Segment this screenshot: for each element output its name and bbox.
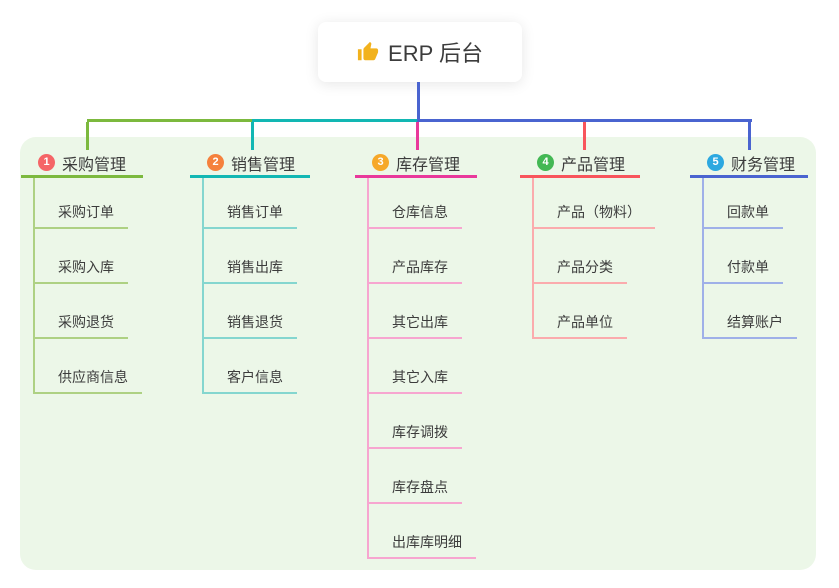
mindmap-child-node[interactable]: 仓库信息 xyxy=(367,205,462,229)
branch-number-badge: 5 xyxy=(707,154,724,171)
mindmap-child-node[interactable]: 客户信息 xyxy=(202,370,297,394)
branch-label: 财务管理 xyxy=(731,156,796,174)
mindmap-child-node[interactable]: 销售出库 xyxy=(202,260,297,284)
mindmap-child-node[interactable]: 出库库明细 xyxy=(367,535,476,559)
mindmap-child-node[interactable]: 采购入库 xyxy=(33,260,128,284)
connector-line xyxy=(367,178,369,559)
mindmap-root-node[interactable]: ERP 后台 xyxy=(318,22,522,82)
mindmap-branch-node[interactable]: 5 财务管理 xyxy=(690,150,808,178)
connector-line xyxy=(748,122,751,150)
mindmap-child-node[interactable]: 销售退货 xyxy=(202,315,297,339)
connector-line xyxy=(87,119,254,122)
mindmap-child-node[interactable]: 其它出库 xyxy=(367,315,462,339)
connector-line xyxy=(583,122,586,150)
mindmap-canvas-background xyxy=(20,137,816,570)
connector-line xyxy=(252,119,419,122)
connector-line xyxy=(417,82,420,119)
mindmap-child-node[interactable]: 采购退货 xyxy=(33,315,128,339)
connector-line xyxy=(251,122,254,150)
connector-line xyxy=(417,119,752,122)
branch-number-badge: 2 xyxy=(207,154,224,171)
connector-line xyxy=(86,122,89,150)
mindmap-branch-node[interactable]: 4 产品管理 xyxy=(520,150,640,178)
mindmap-child-node[interactable]: 销售订单 xyxy=(202,205,297,229)
mindmap-child-node[interactable]: 产品（物料） xyxy=(532,205,655,229)
thumbs-up-icon xyxy=(357,41,379,63)
connector-line xyxy=(416,122,419,150)
branch-number-badge: 3 xyxy=(372,154,389,171)
mindmap-child-node[interactable]: 库存调拨 xyxy=(367,425,462,449)
branch-label: 产品管理 xyxy=(561,156,626,174)
mindmap-child-node[interactable]: 库存盘点 xyxy=(367,480,462,504)
mindmap-child-node[interactable]: 产品分类 xyxy=(532,260,627,284)
connector-line xyxy=(33,178,35,394)
branch-label: 库存管理 xyxy=(396,156,461,174)
mindmap-branch-node[interactable]: 2 销售管理 xyxy=(190,150,310,178)
mindmap-child-node[interactable]: 回款单 xyxy=(702,205,783,229)
mindmap-child-node[interactable]: 采购订单 xyxy=(33,205,128,229)
branch-label: 销售管理 xyxy=(231,156,296,174)
branch-number-badge: 1 xyxy=(38,154,55,171)
mindmap-branch-node[interactable]: 1 采购管理 xyxy=(21,150,143,178)
root-label: ERP 后台 xyxy=(388,41,483,66)
mindmap-child-node[interactable]: 结算账户 xyxy=(702,315,797,339)
mindmap-child-node[interactable]: 产品单位 xyxy=(532,315,627,339)
mindmap-child-node[interactable]: 供应商信息 xyxy=(33,370,142,394)
branch-label: 采购管理 xyxy=(62,156,127,174)
mindmap-child-node[interactable]: 产品库存 xyxy=(367,260,462,284)
mindmap-child-node[interactable]: 其它入库 xyxy=(367,370,462,394)
connector-line xyxy=(702,178,704,339)
connector-line xyxy=(202,178,204,394)
connector-line xyxy=(532,178,534,339)
mindmap-branch-node[interactable]: 3 库存管理 xyxy=(355,150,477,178)
branch-number-badge: 4 xyxy=(537,154,554,171)
mindmap-child-node[interactable]: 付款单 xyxy=(702,260,783,284)
